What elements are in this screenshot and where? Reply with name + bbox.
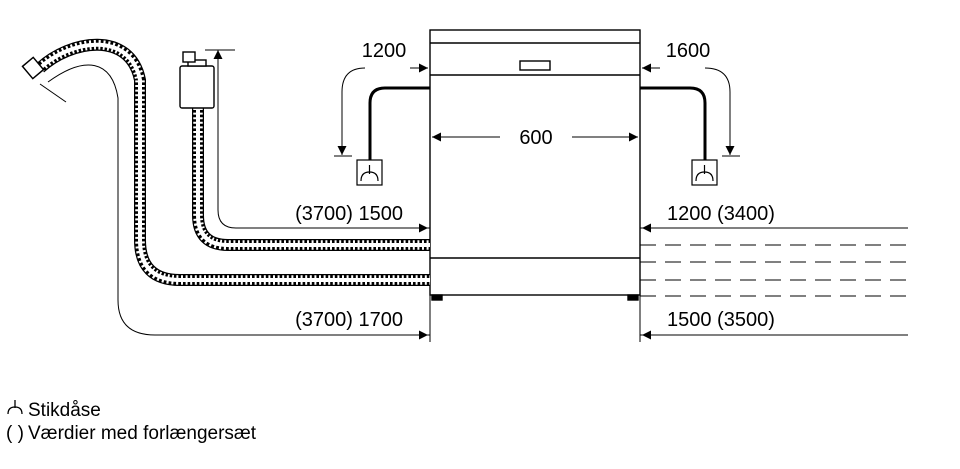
dim-right-upper-label: 1200 (3400) [667,203,775,225]
right-dashed-lines [640,244,908,297]
drain-hose-guide [47,64,430,336]
right-solid-lines [640,227,908,336]
legend-item-socket: Stikdåse [6,398,101,423]
power-cord-right [640,86,707,160]
dim-top-left-label: 1200 [362,40,407,62]
socket-icon [356,159,383,186]
dimension-arrows [334,63,740,340]
parentheses-icon: ( ) [6,423,24,444]
dim-left-lower-label: (3700) 1700 [295,309,403,331]
socket-icon [691,159,718,186]
inlet-hose-guide [217,58,430,229]
dim-width-label: 600 [519,127,552,149]
dim-right-lower-label: 1500 (3500) [667,309,775,331]
socket-icon [6,398,28,423]
aquastop-valve [179,51,215,109]
inlet-hose [192,108,430,251]
control-display [519,60,551,71]
legend-parentheses-text: Værdier med forlængersæt [28,423,257,444]
legend-socket-text: Stikdåse [28,400,101,421]
reference-lines [429,295,641,342]
dim-left-upper-label: (3700) 1500 [295,203,403,225]
power-cords [368,86,707,160]
drain-hose [21,38,430,286]
dishwasher [429,29,641,301]
dim-top-right-label: 1600 [666,40,711,62]
legend-item-parentheses: ( )Værdier med forlængersæt [6,422,256,446]
power-cord-left [368,86,430,160]
